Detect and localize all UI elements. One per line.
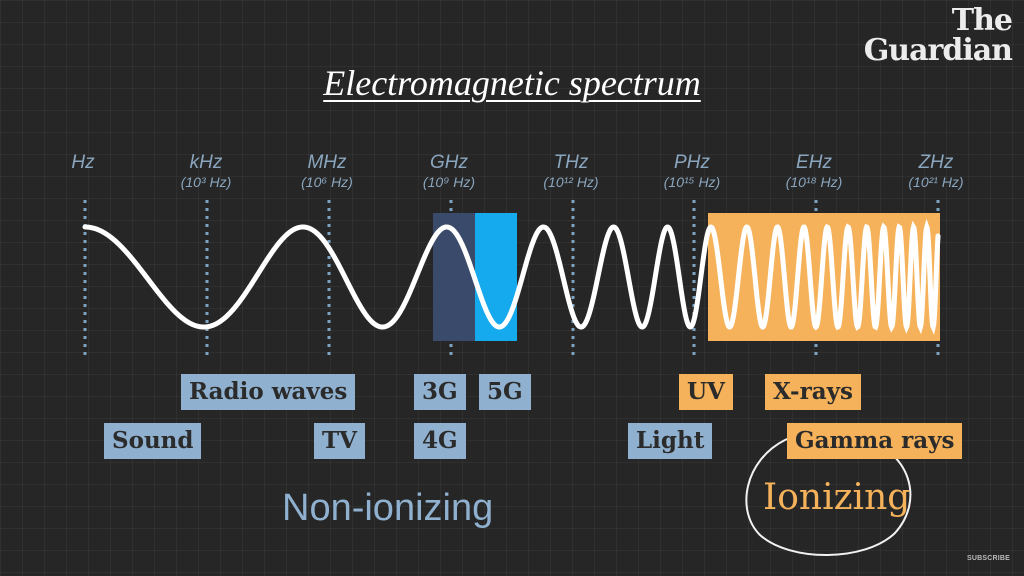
- guardian-logo: The Guardian: [863, 3, 1013, 68]
- label-uv: UV: [679, 374, 733, 410]
- logo-line-1: The: [951, 3, 1013, 38]
- freq-unit: EHz: [796, 152, 832, 173]
- non-ionizing-label: Non-ionizing: [282, 487, 494, 529]
- label-sound: Sound: [104, 423, 202, 459]
- wave-line: [82, 218, 941, 335]
- label-4g: 4G: [414, 423, 466, 459]
- freq-label-mhz: MHz (10⁶ Hz): [272, 152, 382, 190]
- label-tv: TV: [314, 423, 365, 459]
- freq-unit: kHz: [189, 152, 223, 173]
- label-gamma-rays: Gamma rays: [787, 423, 963, 459]
- freq-unit: ZHz: [918, 152, 954, 173]
- logo-line-2: Guardian: [863, 33, 1013, 68]
- freq-unit: THz: [553, 152, 589, 173]
- freq-unit: GHz: [430, 152, 468, 173]
- freq-power: (10³ Hz): [180, 174, 232, 190]
- freq-power: (10¹⁵ Hz): [663, 174, 721, 190]
- freq-power: (10²¹ Hz): [908, 174, 964, 190]
- label-light: Light: [628, 423, 713, 459]
- freq-label-phz: PHz (10¹⁵ Hz): [637, 152, 747, 190]
- label-5g: 5G: [479, 374, 531, 410]
- label-x-rays: X-rays: [765, 374, 861, 410]
- page-title: Electromagnetic spectrum: [323, 63, 701, 103]
- freq-power: (10¹⁸ Hz): [785, 174, 843, 190]
- freq-label-thz: THz (10¹² Hz): [516, 152, 626, 190]
- freq-label-hz: Hz: [28, 152, 138, 174]
- label-3g: 3G: [414, 374, 466, 410]
- freq-power: (10¹² Hz): [543, 174, 599, 190]
- freq-unit: Hz: [71, 152, 95, 173]
- ionizing-label: Ionizing: [763, 477, 911, 518]
- freq-label-ghz: GHz (10⁹ Hz): [394, 152, 504, 190]
- freq-label-ehz: EHz (10¹⁸ Hz): [759, 152, 869, 190]
- freq-label-khz: kHz (10³ Hz): [151, 152, 261, 190]
- freq-unit: MHz: [307, 152, 347, 173]
- label-radio-waves: Radio waves: [181, 374, 356, 410]
- freq-unit: PHz: [674, 152, 710, 173]
- subscribe-watermark: SUBSCRIBE: [966, 555, 1010, 562]
- freq-power: (10⁹ Hz): [422, 174, 476, 190]
- freq-label-zhz: ZHz (10²¹ Hz): [881, 152, 991, 190]
- freq-power: (10⁶ Hz): [301, 174, 353, 190]
- band-5g: [475, 213, 517, 341]
